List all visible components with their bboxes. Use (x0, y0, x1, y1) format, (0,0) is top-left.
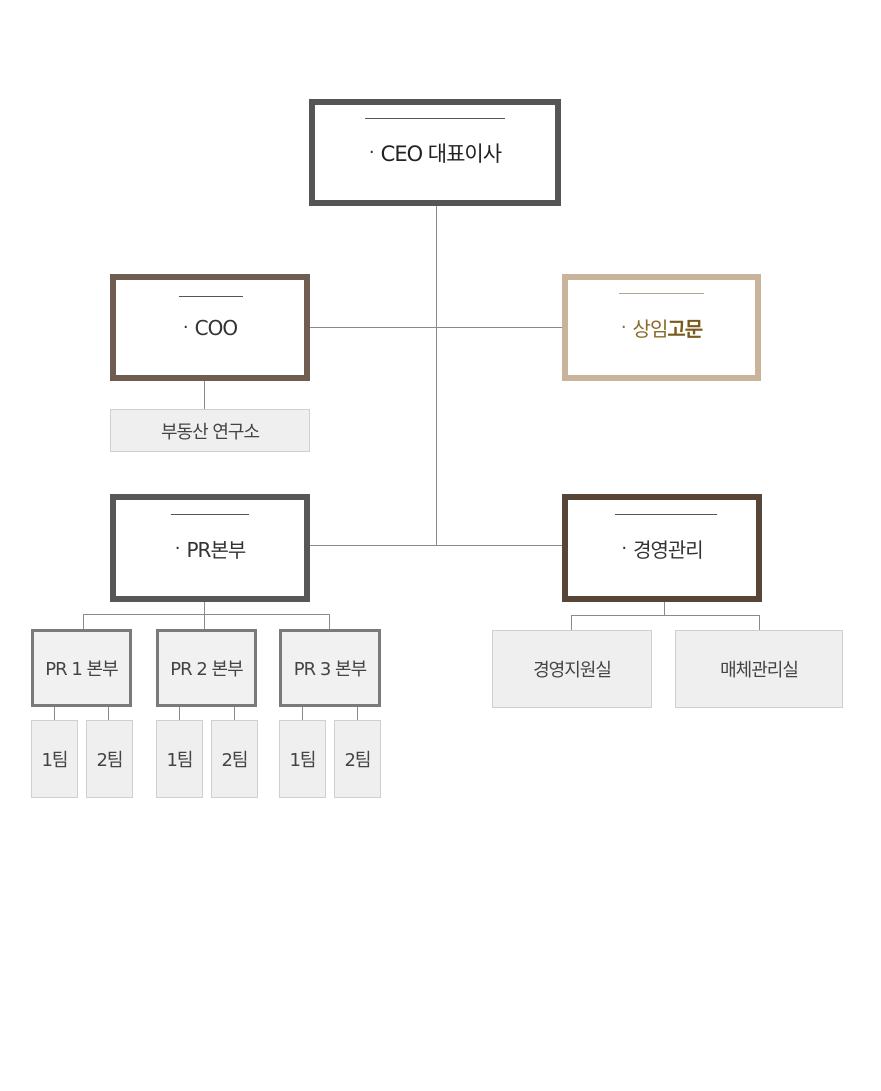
coo-bullet: · (182, 317, 189, 338)
advisor-title-plain: 상임 (632, 317, 669, 341)
mgmt-overline (615, 513, 717, 515)
connector-pr-down (204, 601, 205, 614)
connector-pr2-team2 (234, 707, 235, 721)
pr2-team-1: 1팀 (156, 720, 203, 798)
connector-coo-advisor (309, 327, 563, 328)
connector-pr-mgmt (309, 545, 563, 546)
pr-hq-bullet: · (174, 537, 181, 559)
connector-pr2-team1 (179, 707, 180, 721)
pr-division-3: PR 3 본부 (279, 629, 381, 707)
advisor-overline (618, 293, 705, 294)
connector-pr3-team2 (357, 707, 358, 721)
coo-title: COO (194, 315, 238, 340)
connector-pr1 (83, 614, 84, 630)
coo-box: · COO (110, 274, 310, 381)
connector-pr1-team1 (54, 707, 55, 721)
mgmt-title: 경영관리 (633, 537, 704, 562)
pr-division-1: PR 1 본부 (31, 629, 132, 707)
connector-pr3 (329, 614, 330, 630)
pr-hq-overline (170, 513, 250, 515)
mgmt-bullet: · (621, 537, 628, 559)
connector-pr1-team2 (108, 707, 109, 721)
ceo-box: · CEO 대표이사 (309, 99, 561, 206)
advisor-bullet: · (620, 317, 627, 338)
ceo-title: CEO 대표이사 (380, 141, 502, 166)
advisor-title-bold: 고문 (667, 317, 703, 341)
connector-mgmt-offices (571, 615, 760, 616)
connector-mgmt-down (664, 601, 665, 615)
connector-mgmt-office1 (571, 615, 572, 631)
ceo-overline (364, 117, 506, 119)
connector-coo-research (204, 380, 205, 410)
pr-hq-title: PR본부 (186, 537, 246, 562)
mgmt-office-support: 경영지원실 (492, 630, 652, 708)
pr1-team-2: 2팀 (86, 720, 133, 798)
connector-mgmt-office2 (759, 615, 760, 631)
pr-division-2: PR 2 본부 (156, 629, 257, 707)
mgmt-box: · 경영관리 (562, 494, 762, 602)
connector-pr2 (204, 614, 205, 630)
mgmt-office-media: 매체관리실 (675, 630, 843, 708)
pr2-team-2: 2팀 (211, 720, 258, 798)
connector-ceo-trunk (436, 205, 437, 546)
pr3-team-1: 1팀 (279, 720, 326, 798)
pr3-team-2: 2팀 (334, 720, 381, 798)
connector-pr-divisions (83, 614, 330, 615)
connector-pr3-team1 (302, 707, 303, 721)
ceo-bullet: · (368, 142, 375, 163)
coo-overline (178, 295, 244, 297)
pr-hq-box: · PR본부 (110, 494, 310, 602)
pr1-team-1: 1팀 (31, 720, 78, 798)
research-institute-box: 부동산 연구소 (110, 409, 310, 452)
